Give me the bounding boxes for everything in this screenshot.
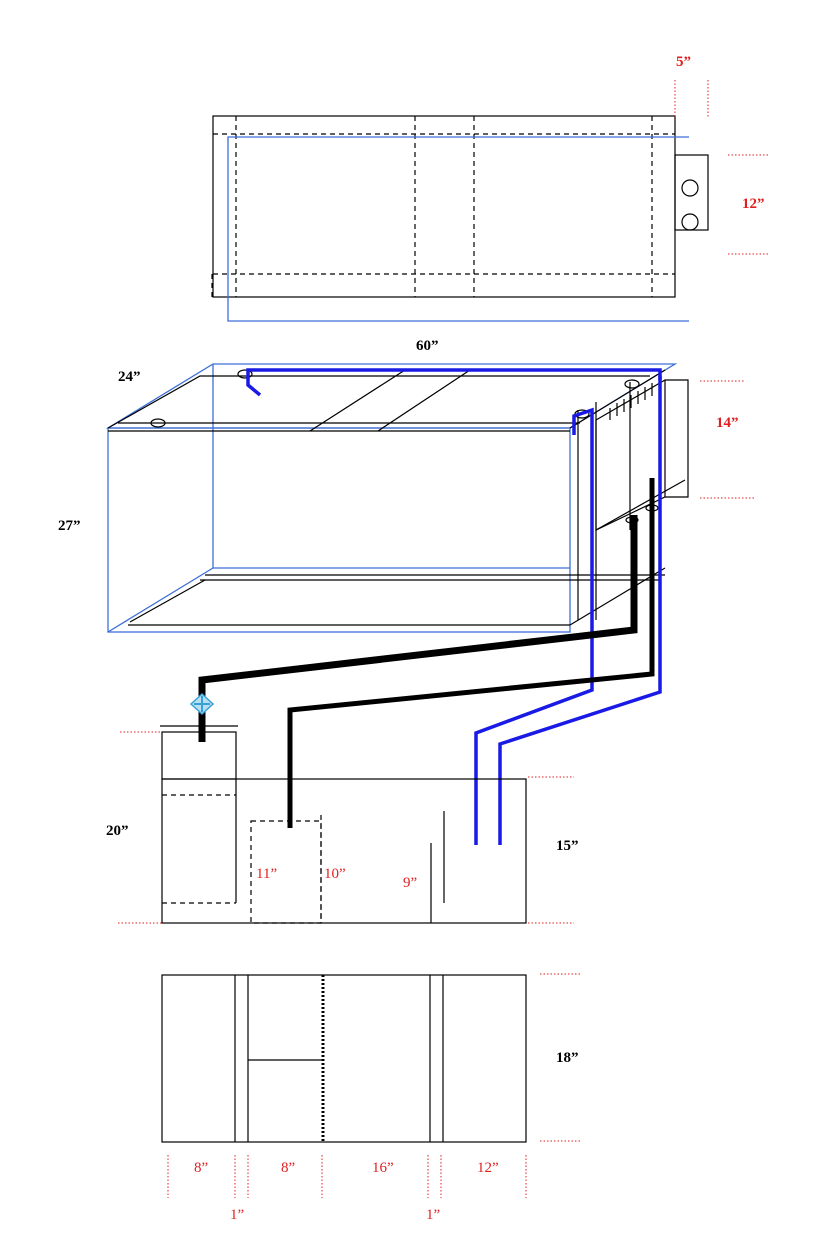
sump-side-view: 20” 15” 11” 10” 9”: [106, 725, 579, 924]
gate-valve-icon: [189, 692, 215, 716]
tank-length-label: 60”: [416, 338, 439, 354]
section-3-width-label: 16”: [372, 1160, 394, 1176]
top-view-stand-outline: [227, 136, 689, 322]
section-2-width-label: 8”: [281, 1160, 295, 1176]
return-pipe-right: [498, 376, 662, 845]
water-level-label: 15”: [556, 838, 579, 854]
gap-2-width-label: 1”: [426, 1207, 440, 1223]
baffle-height-label: 9”: [403, 875, 417, 891]
overflow-height-label: 14”: [716, 415, 739, 431]
bulkhead-hole-2: [681, 213, 699, 231]
overflow-box-top: [674, 154, 709, 231]
return-manifold-pipe: [246, 368, 662, 397]
drain-pipe-main: [198, 515, 638, 742]
top-view: 5” 12”: [211, 54, 770, 322]
sump-height-label: 20”: [106, 823, 129, 839]
return-pipe-left: [474, 407, 594, 845]
bulkhead-hole-1: [681, 179, 699, 197]
tank-width-label: 24”: [118, 369, 141, 385]
chamber-height-b-label: 10”: [324, 866, 346, 882]
chamber-height-a-label: 11”: [256, 866, 277, 882]
tank-height-label: 27”: [58, 518, 81, 534]
overflow-depth-label: 12”: [742, 196, 765, 212]
section-1-width-label: 8”: [194, 1160, 208, 1176]
top-view-outline: [212, 115, 676, 298]
drain-pipe-secondary: [287, 478, 655, 828]
section-4-width-label: 12”: [477, 1160, 499, 1176]
display-tank: 60” 24” 27”: [58, 338, 755, 845]
sump-depth-label: 18”: [556, 1050, 579, 1066]
gap-1-width-label: 1”: [230, 1207, 244, 1223]
sump-top-view: 18” 8” 8” 16” 12” 1” 1”: [161, 973, 582, 1223]
overflow-width-label: 5”: [676, 54, 691, 70]
